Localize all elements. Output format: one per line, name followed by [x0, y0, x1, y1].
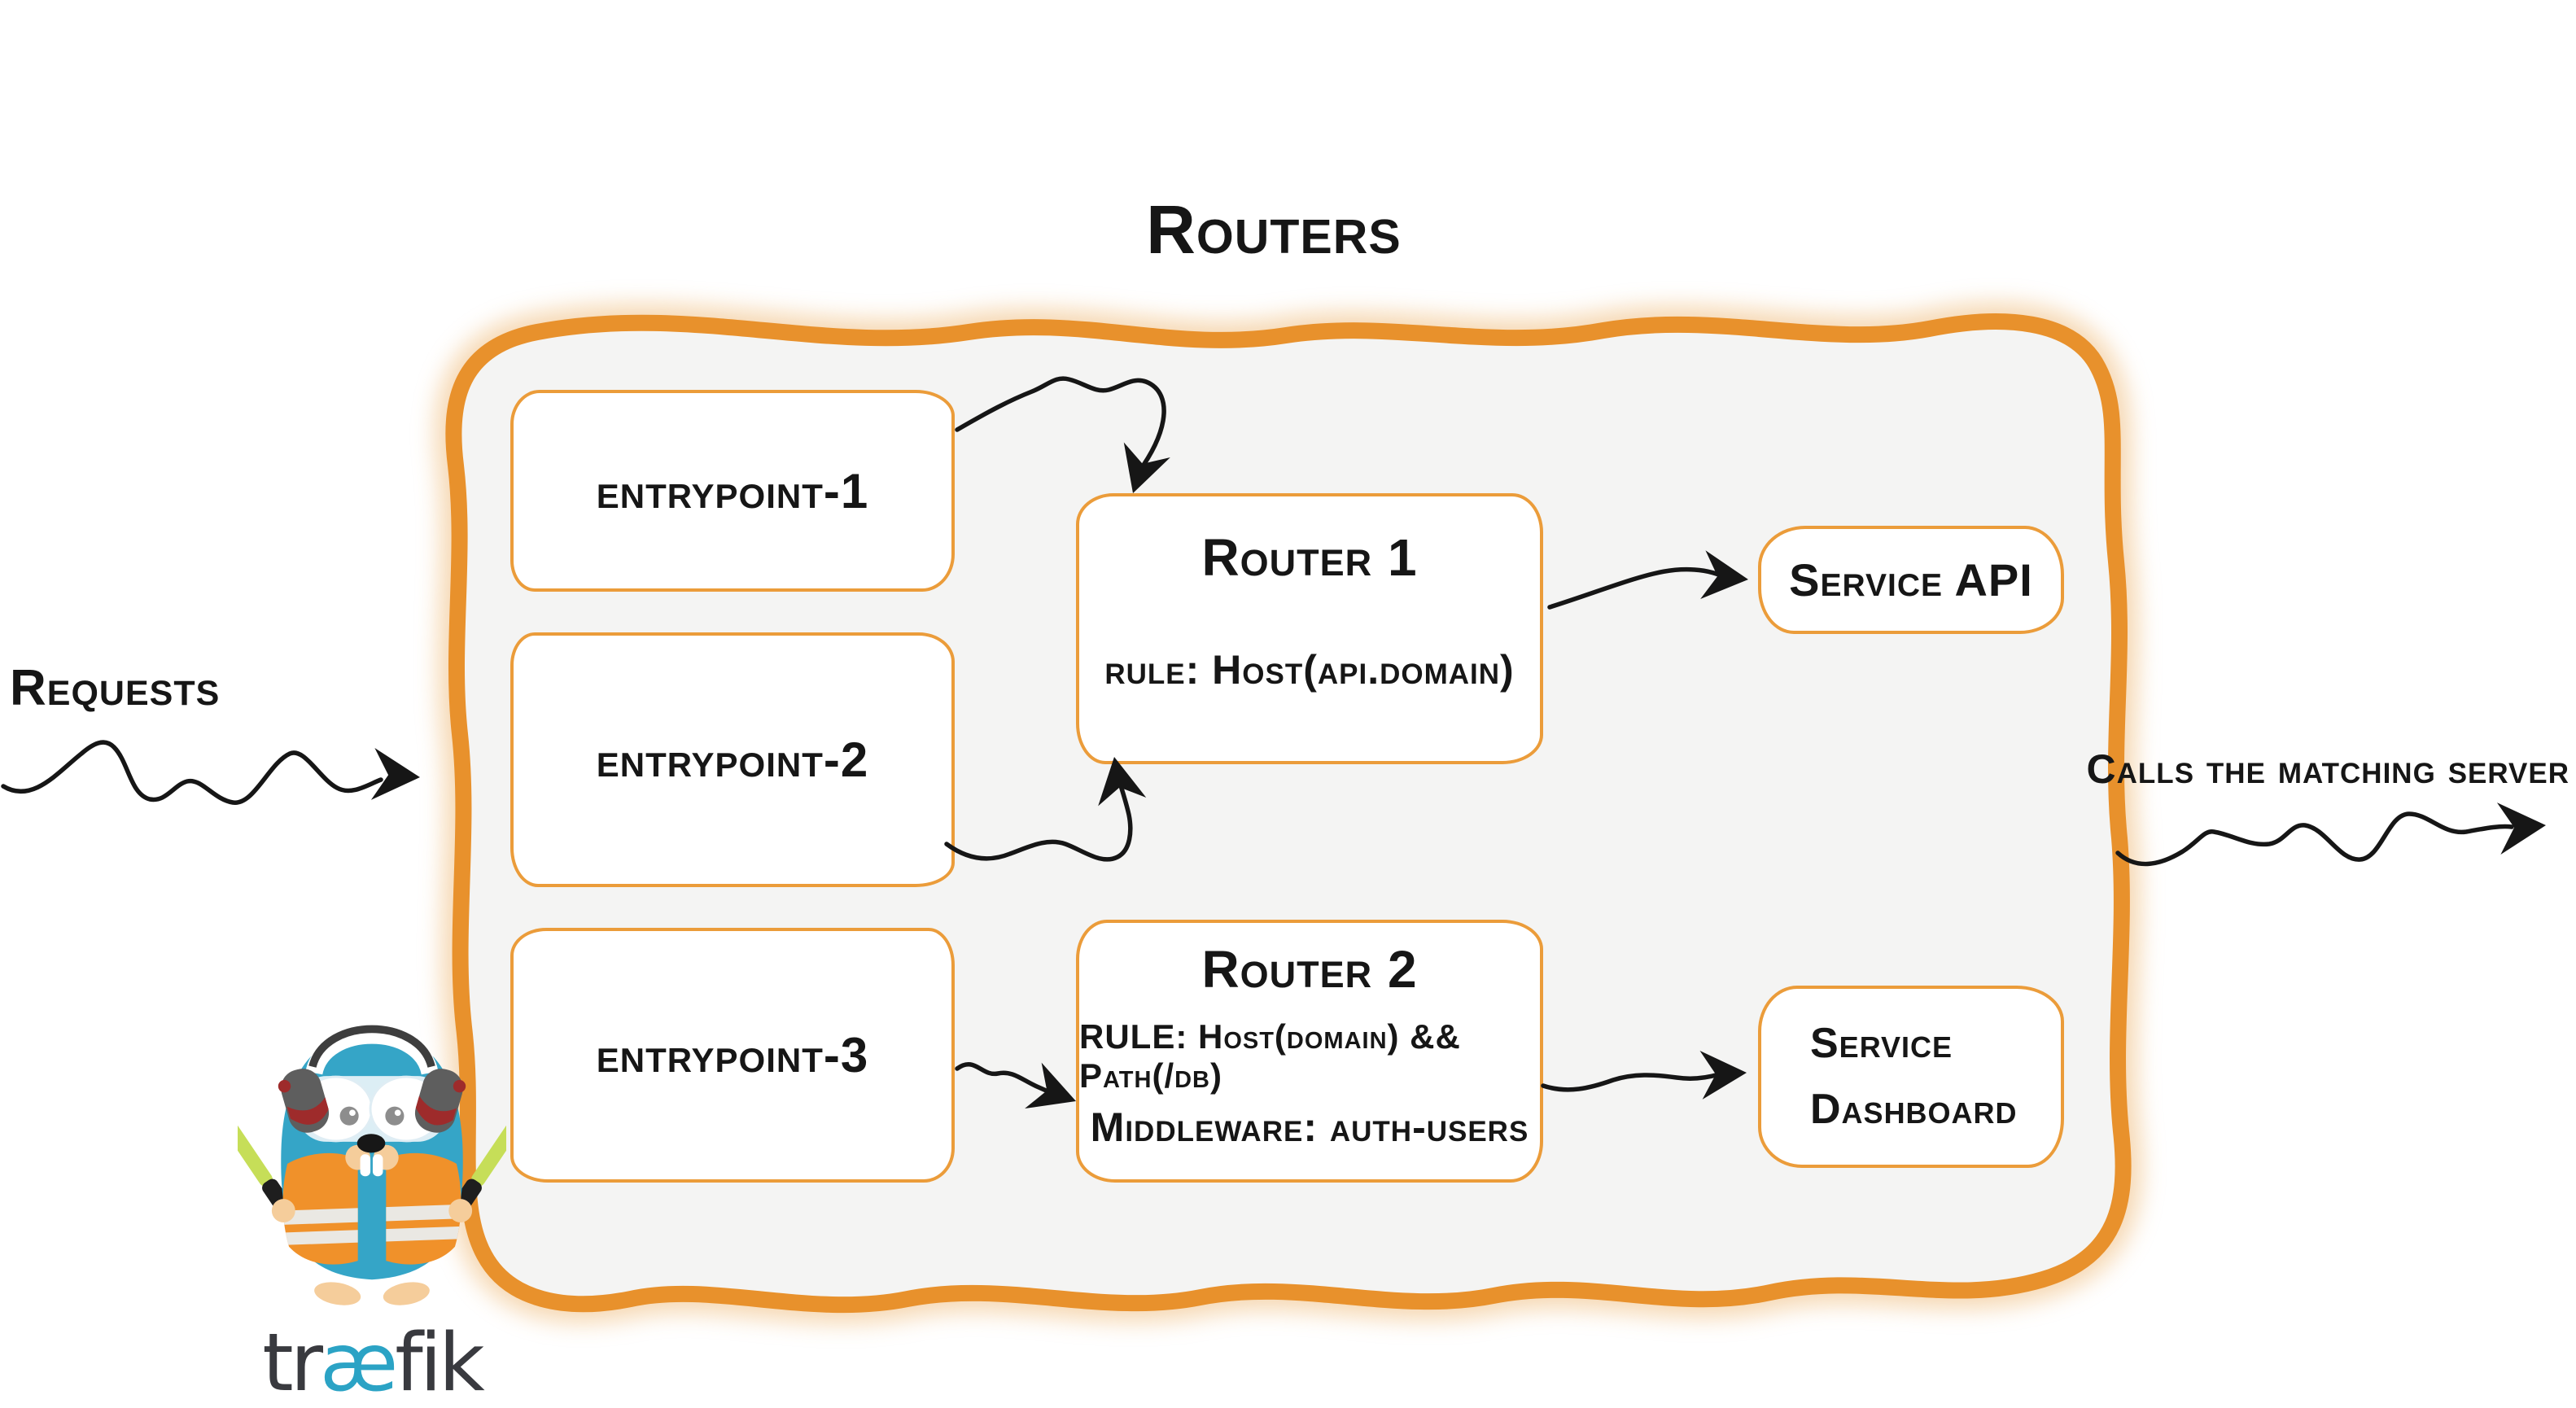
wordmark-start: tr [262, 1317, 323, 1408]
entrypoint-3-label: entrypoint-3 [596, 1028, 869, 1082]
router-2-box: Router 2 RULE: Host(domain) && Path(/db)… [1076, 920, 1543, 1183]
gopher-pupil-right [385, 1106, 405, 1126]
arrow-entrypoint1-to-router1 [955, 376, 1166, 474]
gopher-foot-left [314, 1282, 361, 1305]
gopher-headphone-band-cushion [305, 1026, 439, 1076]
router-2-name: Router 2 [1201, 940, 1418, 999]
arrow-entrypoint3-to-router2 [955, 1062, 1064, 1100]
arrowhead-requests-icon [370, 748, 420, 800]
gopher-tooth-right [372, 1154, 383, 1177]
router-2-middleware: Middleware: auth-users [1090, 1104, 1529, 1150]
arrowhead-router2-icon [1699, 1050, 1747, 1100]
gopher-pupil-left-highlight [349, 1109, 356, 1117]
service-dashboard-label-line1: Service [1810, 1020, 1953, 1068]
traefik-wordmark: træfik [230, 1317, 514, 1408]
router-1-rule: rule: Host(api.domain) [1104, 647, 1515, 693]
router-1-box: Router 1 rule: Host(api.domain) [1076, 493, 1543, 764]
gopher-pupil-right-highlight [394, 1109, 401, 1117]
gopher-earcup-left-icon [278, 1069, 330, 1133]
entrypoint-3-box: entrypoint-3 [510, 928, 955, 1183]
service-api-label: Service API [1789, 554, 2033, 606]
arrowhead-entrypoint1-icon [1123, 442, 1170, 493]
arrow-panel-to-matching-server [2115, 811, 2514, 867]
wordmark-end: fik [395, 1317, 485, 1408]
arrowhead-router1-icon [1700, 550, 1748, 599]
gopher-hand-left [271, 1199, 295, 1222]
wordmark-ae: æ [320, 1317, 398, 1408]
gopher-earcup-right-icon [414, 1069, 466, 1133]
gopher-foot-right [383, 1282, 430, 1305]
gopher-vest [282, 1152, 461, 1265]
diagram-title: Routers [1146, 191, 1402, 268]
arrow-router2-to-service-dashboard [1541, 1072, 1721, 1092]
traefik-gopher-logo [238, 1025, 506, 1305]
entrypoint-2-box: entrypoint-2 [510, 632, 955, 887]
arrow-entrypoint2-to-router1 [944, 772, 1133, 862]
entrypoint-1-label: entrypoint-1 [596, 463, 869, 518]
entrypoint-2-label: entrypoint-2 [596, 732, 869, 787]
gopher-pupil-left [339, 1106, 359, 1126]
requests-label: Requests [10, 660, 221, 716]
arrow-router1-to-service-api [1547, 566, 1730, 610]
router-2-rule: RULE: Host(domain) && Path(/db) [1079, 1017, 1461, 1095]
service-dashboard-label-line2: Dashboard [1810, 1086, 2018, 1133]
service-api-box: Service API [1758, 526, 2064, 634]
output-label: Calls the matching server [2086, 746, 2569, 792]
arrowhead-output-icon [2496, 802, 2546, 855]
gopher-headphone-band [308, 1025, 435, 1069]
router-1-name: Router 1 [1201, 528, 1418, 587]
arrow-requests-into-panel [1, 740, 383, 805]
gopher-tooth-left [360, 1154, 371, 1177]
gopher-hand-right [448, 1199, 473, 1222]
gopher-nose [356, 1134, 386, 1153]
entrypoint-1-box: entrypoint-1 [510, 390, 955, 592]
service-dashboard-box: Service Dashboard [1758, 986, 2064, 1168]
